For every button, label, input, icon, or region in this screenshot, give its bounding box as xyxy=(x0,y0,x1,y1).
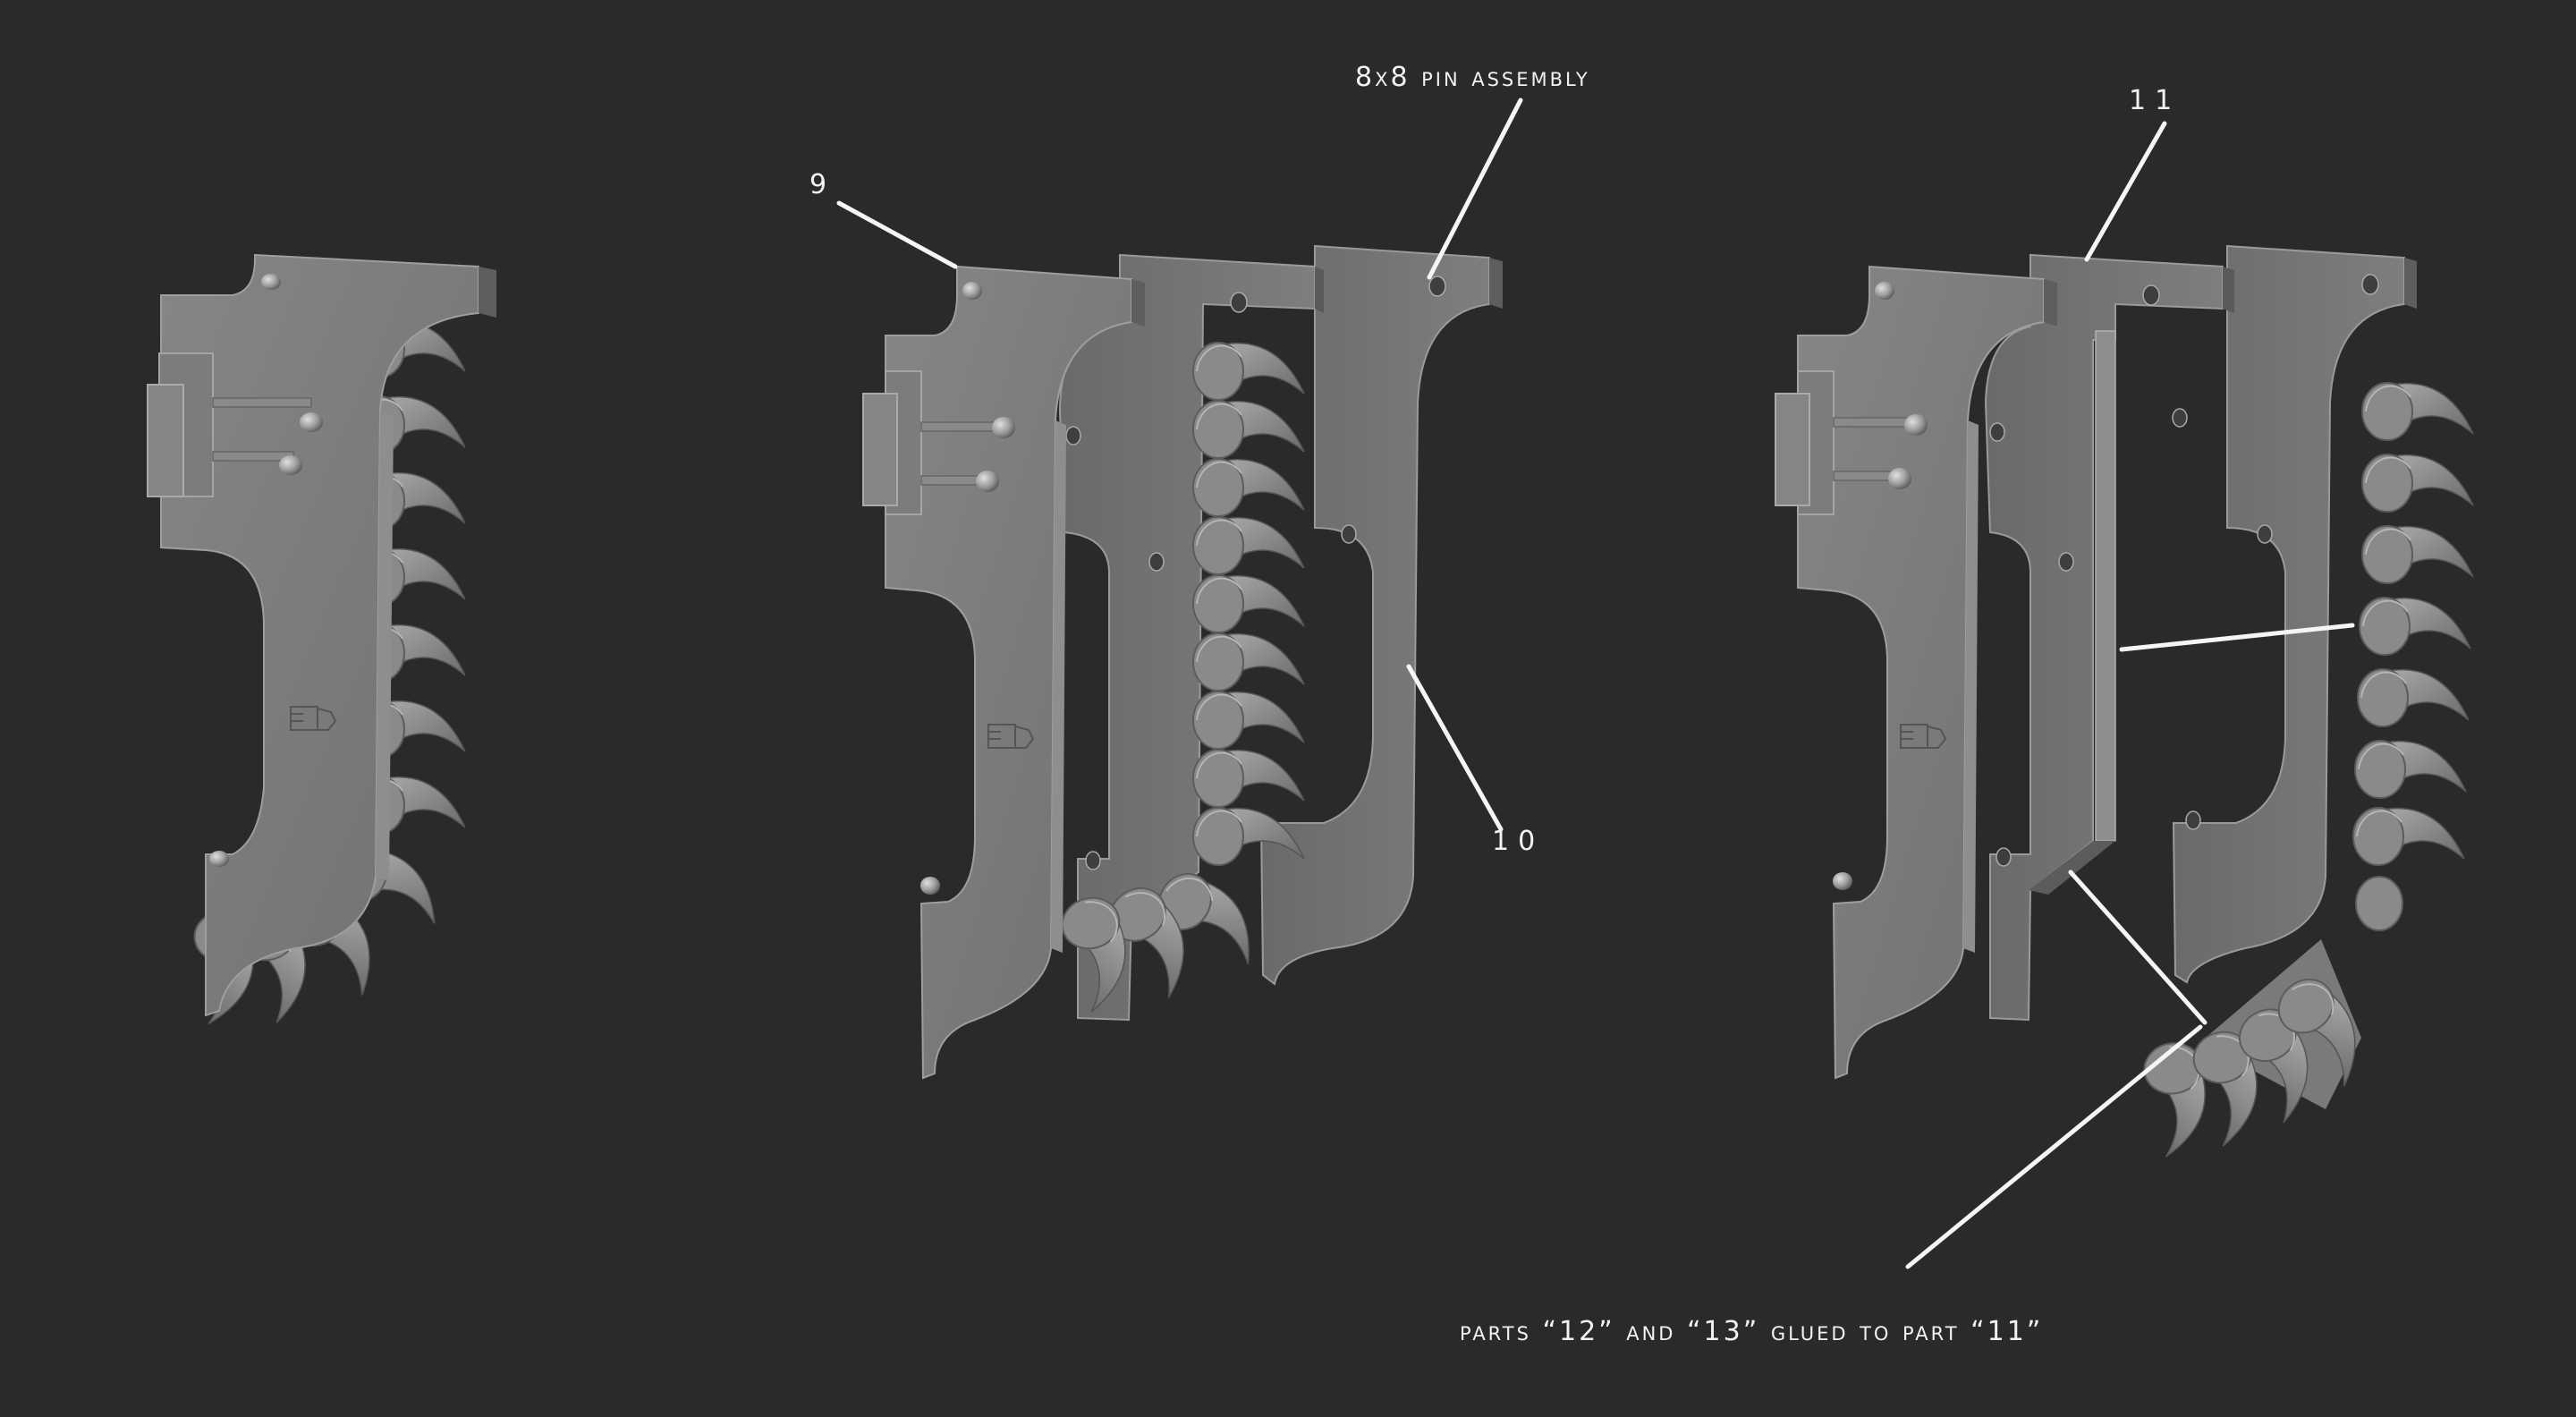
exploded-view-1 xyxy=(862,244,1503,1080)
pin-hole-icon xyxy=(2185,810,2201,830)
pin-hole-icon xyxy=(1996,847,2012,867)
part-11-bar xyxy=(1984,253,2234,1022)
label-glue-note: parts “12” and “13” glued to part “11” xyxy=(1460,1316,2044,1347)
pin-hole-icon xyxy=(1065,426,1081,445)
pin-hole-icon xyxy=(1148,552,1165,572)
pin-hole-icon xyxy=(1428,276,1446,297)
clenched-fist-emblem-icon xyxy=(987,724,1035,749)
pin-hole-icon xyxy=(1230,292,1248,313)
part-9-plate-b xyxy=(1775,265,2057,1080)
pin-hole-icon xyxy=(2361,274,2379,295)
clenched-fist-emblem-icon xyxy=(1900,724,1947,749)
rivet-icon xyxy=(1904,414,1928,436)
rivet-icon xyxy=(1833,872,1852,890)
rivet-icon xyxy=(209,851,229,867)
callout-lines xyxy=(836,98,2355,1269)
callout-line-12 xyxy=(2119,623,2355,652)
assembled-plate xyxy=(160,253,479,1017)
label-part-9: 9 xyxy=(809,169,836,200)
rivet-icon xyxy=(976,471,999,492)
label-part-10: 10 xyxy=(1492,826,1545,857)
clenched-fist-emblem-icon xyxy=(290,706,337,731)
rivet-icon xyxy=(962,282,982,300)
part-13-bottom-teeth xyxy=(2140,939,2385,1159)
pin-hole-icon xyxy=(1085,851,1101,870)
rivet-icon xyxy=(300,412,323,432)
pin-hole-icon xyxy=(1989,422,2005,442)
label-pin-assembly: 8x8 pin assembly xyxy=(1355,62,1590,93)
part-12-teeth-strip xyxy=(2352,382,2474,931)
part-9-plate xyxy=(862,265,1145,1080)
callout-line-9 xyxy=(836,200,958,269)
assembled-part xyxy=(147,253,496,1026)
pin-hole-icon xyxy=(2257,524,2273,544)
pin-hole-icon xyxy=(2172,408,2188,428)
callout-line-13 xyxy=(2068,870,2207,1025)
callout-line-10 xyxy=(1406,664,1504,832)
rivet-icon xyxy=(261,274,281,290)
part-10-plate-b xyxy=(2172,244,2417,984)
callout-line-11 xyxy=(2084,121,2167,262)
rivet-icon xyxy=(1875,282,1894,300)
rivet-icon xyxy=(992,417,1015,438)
pin-hole-icon xyxy=(2058,552,2074,572)
rivet-icon xyxy=(920,877,940,895)
rivet-icon xyxy=(279,455,302,475)
callout-line-glue-note xyxy=(1905,1024,2203,1269)
rivet-icon xyxy=(1888,468,1911,489)
pin-hole-icon xyxy=(2142,284,2160,306)
part-10-plate xyxy=(1259,244,1503,986)
callout-line-pin-assembly xyxy=(1427,98,1523,280)
exploded-view-2 xyxy=(1775,244,2474,1159)
pin-hole-icon xyxy=(1341,524,1357,544)
label-part-11: 11 xyxy=(2129,85,2182,116)
